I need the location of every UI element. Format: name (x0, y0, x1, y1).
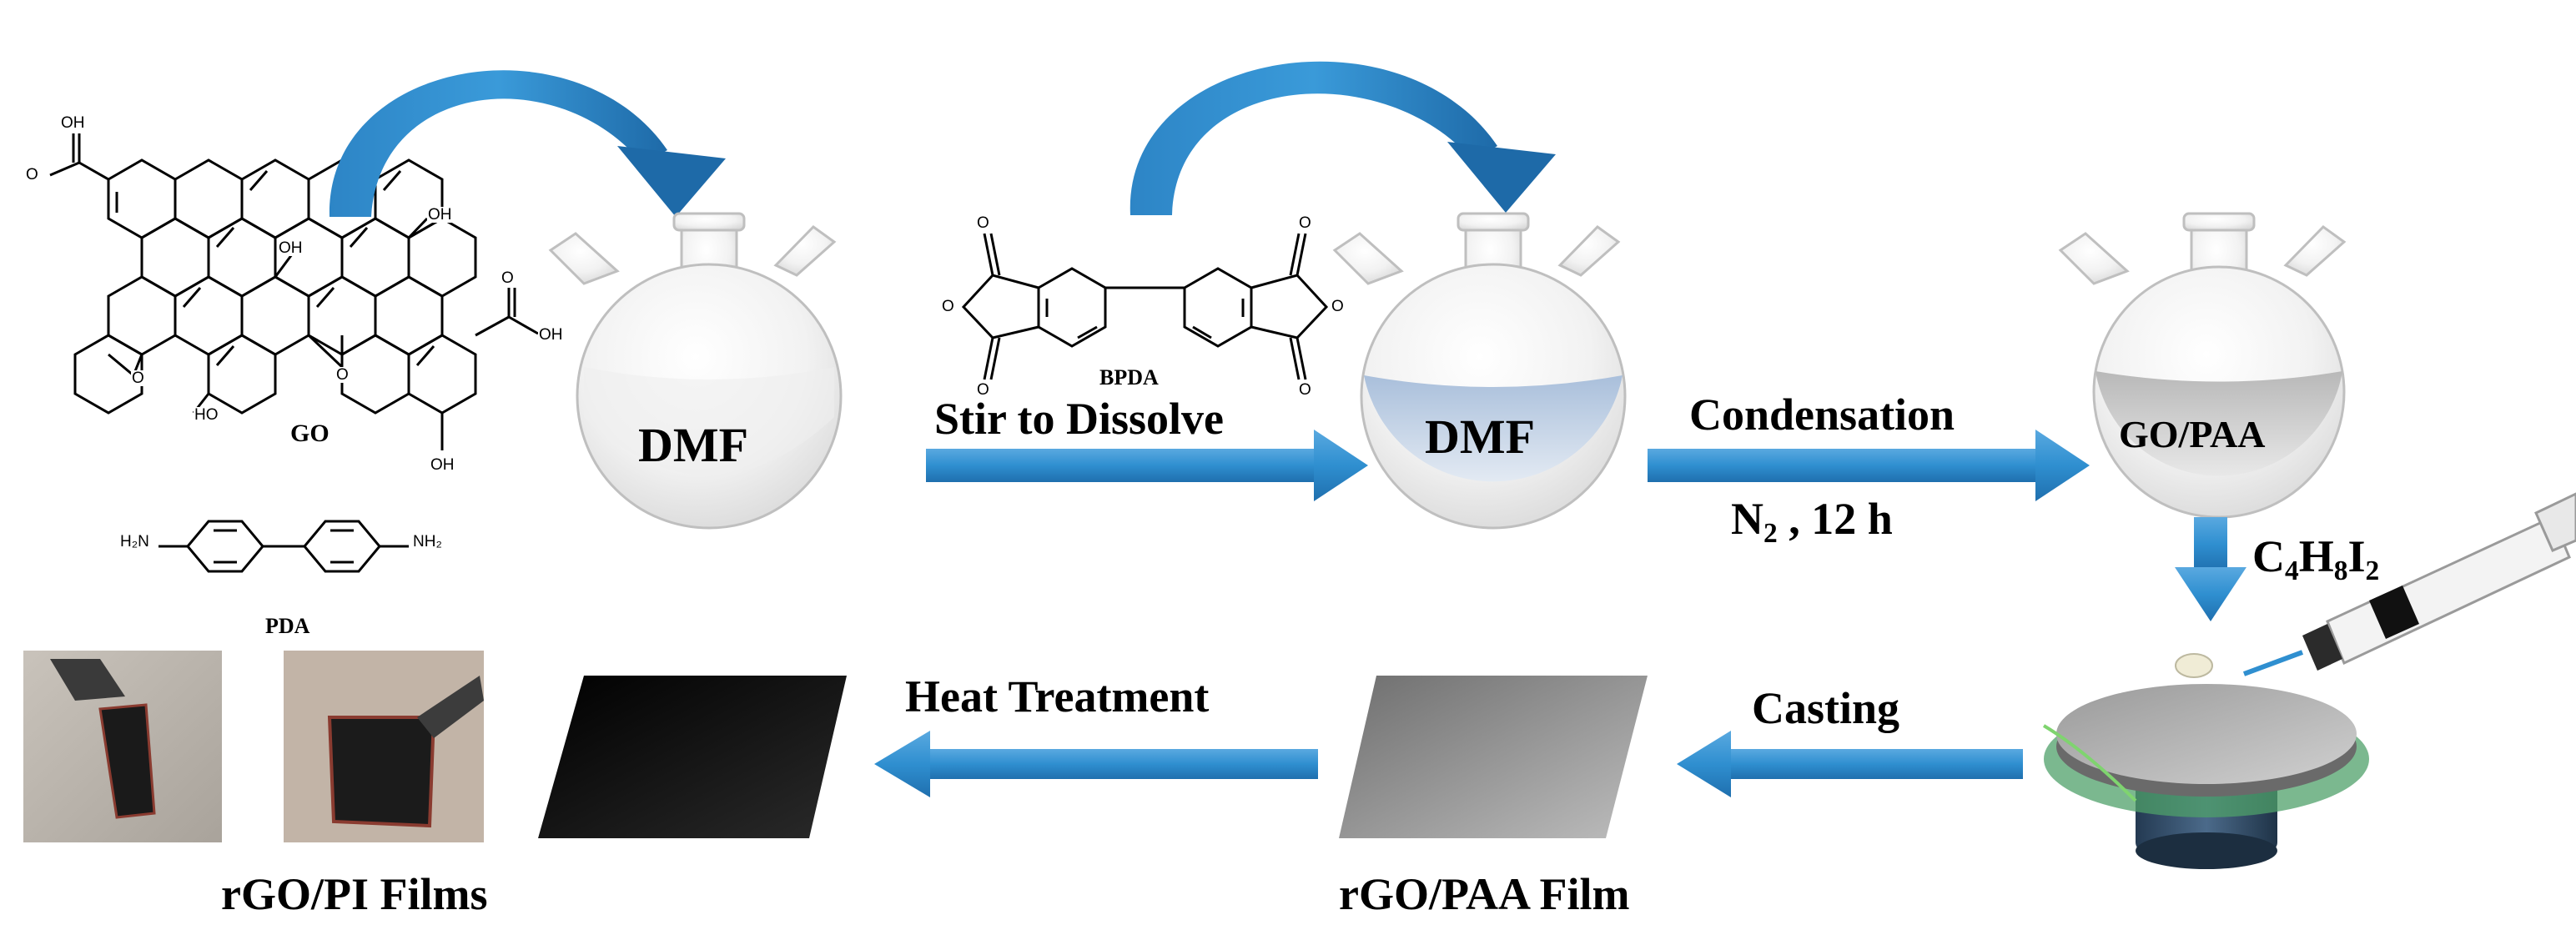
pda-amine-left: H₂N (119, 533, 150, 550)
film-black (538, 676, 847, 838)
bpda-label: BPDA (1099, 365, 1159, 390)
pda-amine-right: NH₂ (412, 533, 443, 550)
arrow-heat (874, 731, 1318, 797)
bpda-o-5: O (1298, 381, 1312, 399)
bpda-o-6: O (1331, 298, 1345, 315)
flask-1-label: DMF (638, 418, 749, 472)
arrow-down (2175, 517, 2246, 621)
step-condition-label: N2 , 12 h (1731, 494, 1893, 550)
bpda-o-4: O (1298, 214, 1312, 232)
pda-molecule (158, 520, 409, 573)
arrow-condensation (1648, 430, 2090, 501)
syringe (2175, 492, 2576, 678)
curved-arrow-2 (1130, 61, 1556, 215)
step-stir-label: Stir to Dissolve (934, 394, 1224, 444)
go-cooh-oh-right: OH (538, 326, 564, 344)
go-label: GO (290, 420, 330, 447)
pda-label: PDA (265, 614, 310, 638)
go-cooh-o-right: O (501, 269, 515, 287)
flask-1 (548, 212, 843, 530)
step-casting-label: Casting (1752, 683, 1900, 733)
flask-2-label: DMF (1425, 410, 1536, 464)
photo-2 (284, 651, 484, 842)
flask-2 (1332, 212, 1627, 530)
film-paa-label: rGO/PAA Film (1339, 869, 1630, 919)
go-cooh-o-left: O (25, 166, 39, 183)
reagent-label: C4H8I2 (2252, 531, 2380, 587)
go-oh-1: OH (278, 239, 304, 257)
go-ho: HO (194, 406, 219, 424)
go-oh-bottom: OH (430, 456, 455, 474)
bpda-molecule (961, 233, 1329, 380)
spin-coater (2042, 684, 2369, 869)
bpda-o-1: O (976, 214, 990, 232)
bpda-o-2: O (976, 381, 990, 399)
go-molecule (49, 133, 539, 450)
bpda-o-3: O (941, 298, 955, 315)
arrow-casting (1677, 731, 2023, 797)
go-epoxide-o-1: O (131, 369, 145, 387)
flask-3-label: GO/PAA (2119, 413, 2266, 455)
go-cooh-oh-left: OH (60, 114, 86, 132)
go-oh-2: OH (427, 206, 453, 224)
arrow-stir (926, 430, 1368, 501)
go-epoxide-o-2: O (335, 366, 350, 384)
film-pi-label: rGO/PI Films (221, 869, 488, 919)
film-grey (1339, 676, 1648, 838)
photo-1 (23, 651, 222, 842)
flask-3 (2058, 212, 2347, 519)
step-heat-label: Heat Treatment (905, 671, 1210, 721)
step-condensation-label: Condensation (1689, 390, 1955, 440)
curved-arrow-1 (329, 70, 726, 217)
